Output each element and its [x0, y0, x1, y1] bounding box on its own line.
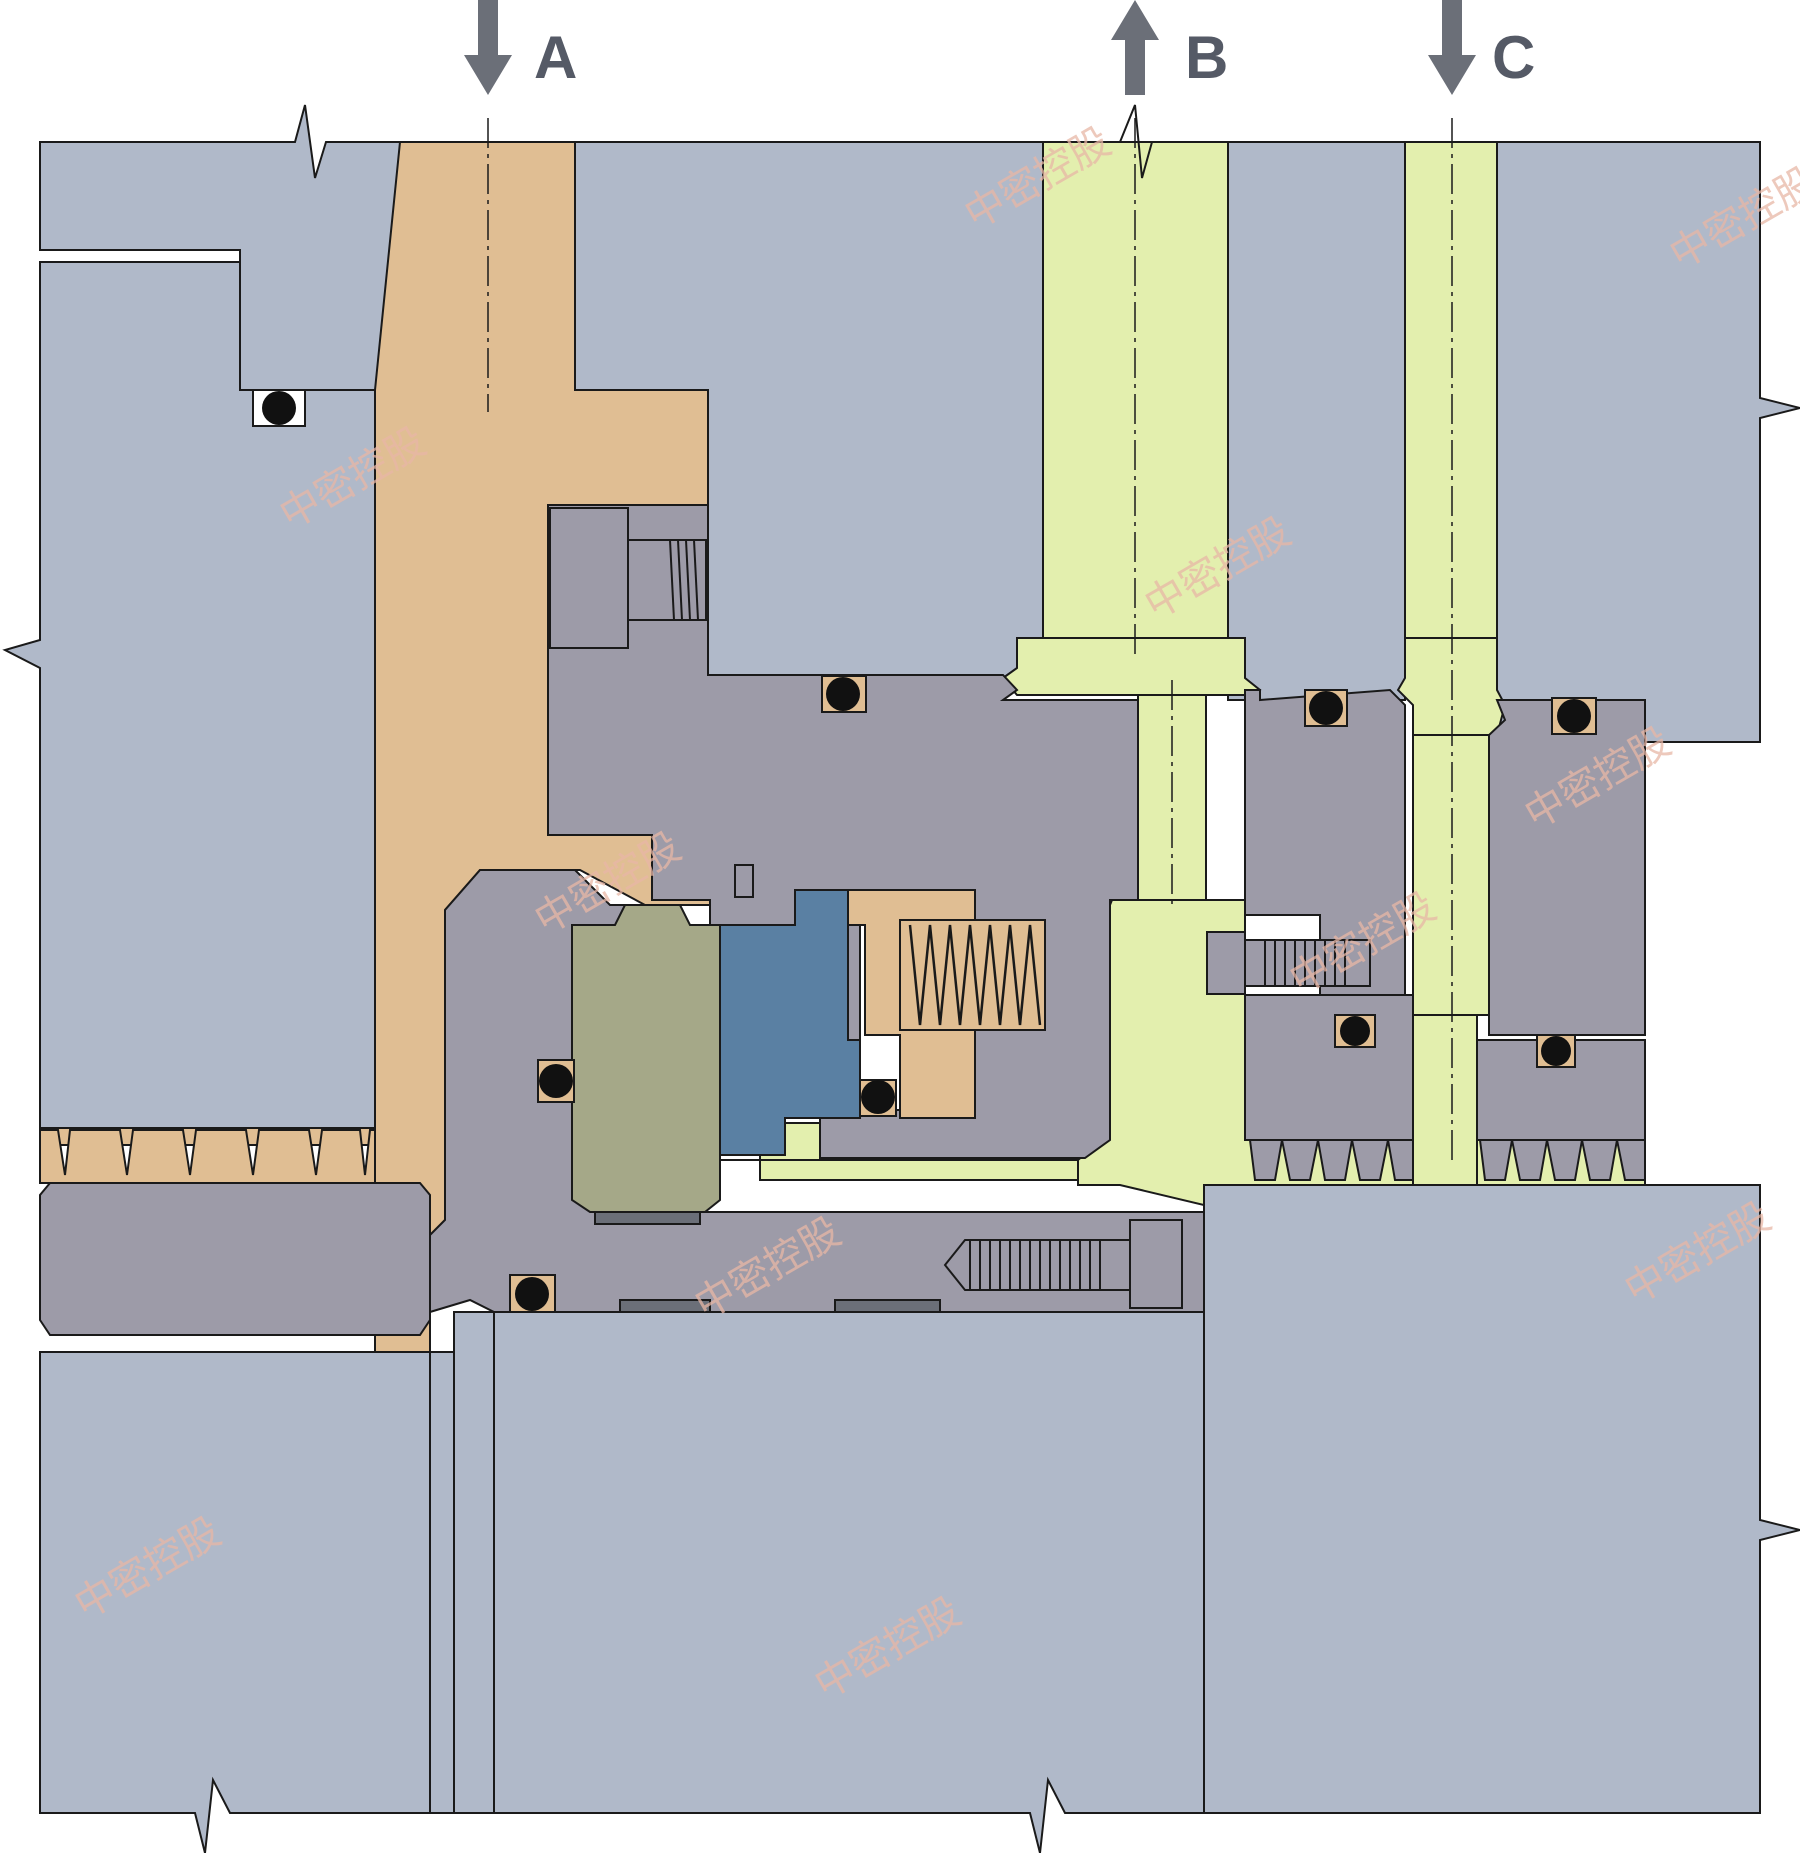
spring — [908, 924, 1042, 1026]
housing-bottom-middle — [493, 1311, 1205, 1853]
housing-left — [2, 261, 376, 1129]
ring-base-plate — [594, 1211, 701, 1225]
port-a: A — [464, 0, 577, 95]
bottom-key-2 — [834, 1299, 941, 1313]
right-screw-thread-lines — [1264, 940, 1346, 986]
o-ring-primary-ring — [537, 1059, 575, 1103]
housing-bottom-strip-2 — [453, 1311, 495, 1814]
right-lower-block-1 — [1244, 994, 1414, 1141]
o-ring-top-left — [252, 389, 306, 427]
port-b-label: B — [1185, 24, 1228, 91]
port-c-lower-channel — [1412, 1014, 1478, 1186]
break-marks — [1119, 104, 1153, 179]
o-ring-gland-top — [821, 675, 867, 713]
right-block-teeth — [1245, 1139, 1646, 1181]
o-ring-sleeve-bottom — [509, 1274, 556, 1313]
port-c-label: C — [1492, 24, 1535, 91]
o-ring-right-lower-2 — [1536, 1034, 1576, 1068]
primary-seal-ring — [571, 904, 721, 1213]
port-b-cross-channel — [1001, 637, 1262, 708]
right-screw-head — [1206, 931, 1246, 995]
port-c-arrow-icon — [1428, 0, 1476, 95]
port-c: C — [1428, 0, 1535, 95]
center-lines — [487, 118, 1453, 1160]
bottom-bolt-head — [1129, 1219, 1183, 1309]
bottom-bolt-shank — [943, 1239, 1131, 1291]
gland-screw-head — [549, 507, 629, 649]
gland-screw-thread-lines — [669, 539, 699, 621]
o-ring-right-1 — [1304, 689, 1348, 727]
housing-bottom-right — [1203, 1184, 1800, 1814]
bottom-bolt-thread-lines — [969, 1240, 1101, 1290]
drive-pin — [734, 864, 754, 898]
port-c-channel — [1404, 141, 1498, 678]
housing — [2, 104, 1800, 1853]
o-ring-right-2 — [1551, 697, 1597, 735]
port-b-arrow-icon — [1111, 0, 1159, 95]
housing-bottom-strip-1 — [429, 1351, 455, 1814]
o-ring-mating-ring — [859, 1079, 897, 1117]
port-a-arrow-icon — [464, 0, 512, 95]
gland-screw-thread — [627, 539, 707, 621]
right-seal-block-2 — [1488, 699, 1646, 1036]
port-c-down-channel — [1412, 734, 1490, 1016]
port-b: B — [1111, 0, 1228, 95]
bottom-key-1 — [619, 1299, 711, 1313]
left-ring-teeth — [39, 1129, 376, 1184]
mating-seal-ring — [719, 889, 861, 1156]
housing-top-right — [1227, 141, 1406, 701]
o-ring-right-lower-1 — [1334, 1014, 1376, 1048]
port-a-label: A — [534, 24, 577, 91]
left-rotating-ring — [39, 1182, 431, 1336]
o-rings — [252, 389, 1597, 1313]
